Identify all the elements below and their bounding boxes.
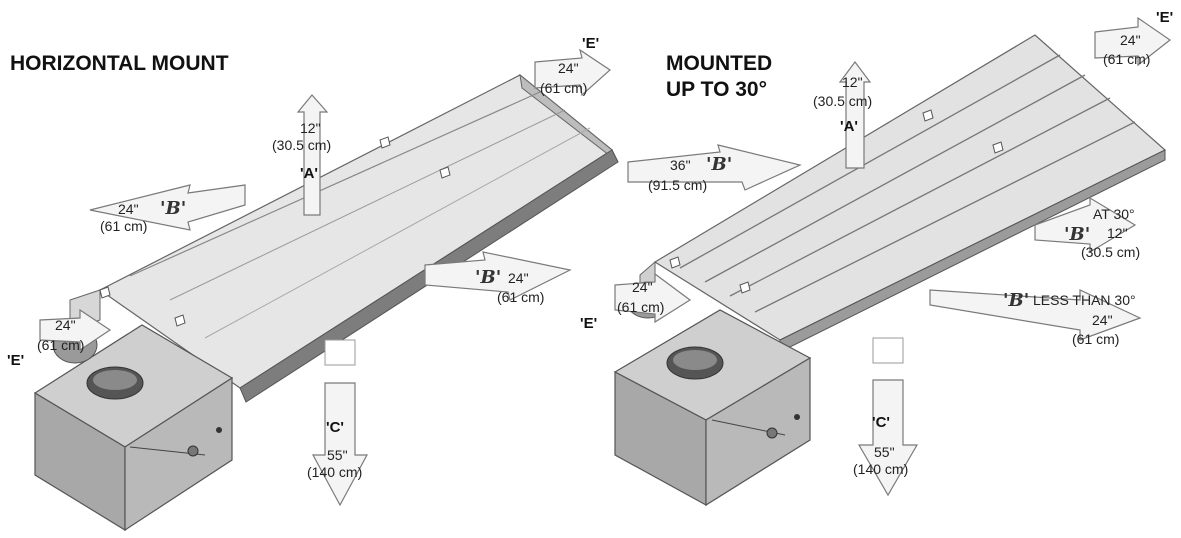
junction-box-left <box>33 324 234 532</box>
clearance-a-tag-right: 'A' <box>840 118 858 135</box>
clearance-b-left-side: 24" (61 cm) 'B' <box>89 184 246 234</box>
clearance-e-top-tag: 'E' <box>582 35 599 52</box>
clearance-b-left-metric: (61 cm) <box>100 218 147 234</box>
clearance-b-36-metric: (91.5 cm) <box>648 177 707 193</box>
clearance-b-left-side-right: 36" (91.5 cm) 'B' <box>627 144 802 193</box>
clearance-e-top-left: 'E' 24" (61 cm) <box>534 35 611 97</box>
clearance-b-at30-code: 'B' <box>1064 224 1090 245</box>
clearance-b-right-value: 24" <box>508 270 529 286</box>
clearance-b-at30: 'B' AT 30° 12" (30.5 cm) <box>1034 196 1140 260</box>
clearance-c-metric-right: (140 cm) <box>853 461 908 477</box>
clearance-b-less30-label: LESS THAN 30° <box>1033 292 1136 308</box>
clearance-e-left-tag-right: 'E' <box>580 315 597 332</box>
heater-housing-right <box>639 34 1167 353</box>
clearance-e-left-end-right: 'E' 24" (61 cm) <box>580 272 692 332</box>
clearance-b-right-metric: (61 cm) <box>497 289 544 305</box>
clearance-b-36-code: 'B' <box>706 154 732 175</box>
clearance-a-metric: (30.5 cm) <box>272 137 331 153</box>
clearance-e-top-value: 24" <box>558 60 579 76</box>
title-mounted-line1: MOUNTED <box>666 52 772 75</box>
clearance-a-metric-right: (30.5 cm) <box>813 93 872 109</box>
clearance-e-left-value-right: 24" <box>632 279 653 295</box>
clearance-b-at30-value: 12" <box>1107 225 1128 241</box>
clearance-c-value: 55" <box>327 447 348 463</box>
clearance-b-at30-metric: (30.5 cm) <box>1081 244 1140 260</box>
clearance-a-value: 12" <box>300 120 321 136</box>
clearance-a-value-right: 12" <box>842 74 863 90</box>
clearance-e-top-tag-right: 'E' <box>1156 9 1173 26</box>
clearance-c-metric: (140 cm) <box>307 464 362 480</box>
clearance-b-less30-metric: (61 cm) <box>1072 331 1119 347</box>
clearance-b-left-code: 'B' <box>160 198 186 219</box>
clearance-b-less30: 'B' LESS THAN 30° 24" (61 cm) <box>929 289 1142 347</box>
junction-box-right <box>613 281 812 507</box>
clearance-e-top-metric-right: (61 cm) <box>1103 51 1150 67</box>
clearance-a-right: 12" (30.5 cm) 'A' <box>813 61 872 169</box>
clearance-a-left: 12" (30.5 cm) 'A' <box>272 94 331 216</box>
clearance-c-left: 'C' 55" (140 cm) <box>307 339 369 507</box>
clearance-e-left-metric-right: (61 cm) <box>617 299 664 315</box>
clearance-b-less30-value: 24" <box>1092 312 1113 328</box>
clearance-c-tag: 'C' <box>326 419 344 436</box>
title-mounted-line2: UP TO 30° <box>666 78 767 101</box>
cable-gland-icon <box>187 445 199 457</box>
clearance-b-36-value: 36" <box>670 157 691 173</box>
clearance-e-left-tag: 'E' <box>7 352 24 369</box>
clearance-e-left-value: 24" <box>55 317 76 333</box>
clearance-e-top-metric: (61 cm) <box>540 80 587 96</box>
clearance-e-left-end: 'E' 24" (61 cm) <box>7 308 112 369</box>
clearance-c-right: 'C' 55" (140 cm) <box>853 337 919 497</box>
clearance-b-less30-code: 'B' <box>1003 290 1029 311</box>
clearance-c-tag-right: 'C' <box>872 414 890 431</box>
clearance-b-right-side: 'B' 24" (61 cm) <box>424 251 572 305</box>
clearance-e-top-value-right: 24" <box>1120 32 1141 48</box>
clearance-b-right-code: 'B' <box>475 267 501 288</box>
horizontal-mount-panel: HORIZONTAL MOUNT <box>7 35 619 532</box>
clearance-e-left-metric: (61 cm) <box>37 337 84 353</box>
clearance-c-value-right: 55" <box>874 444 895 460</box>
cable-gland-icon <box>766 427 778 439</box>
clearance-a-tag: 'A' <box>300 165 318 182</box>
clearance-e-top-right: 'E' 24" (61 cm) <box>1094 9 1173 67</box>
title-horizontal-mount: HORIZONTAL MOUNT <box>10 52 229 75</box>
clearance-b-at30-label: AT 30° <box>1093 206 1135 222</box>
angled-mount-panel: MOUNTED UP TO 30° <box>580 9 1173 507</box>
clearance-b-left-value: 24" <box>118 201 139 217</box>
